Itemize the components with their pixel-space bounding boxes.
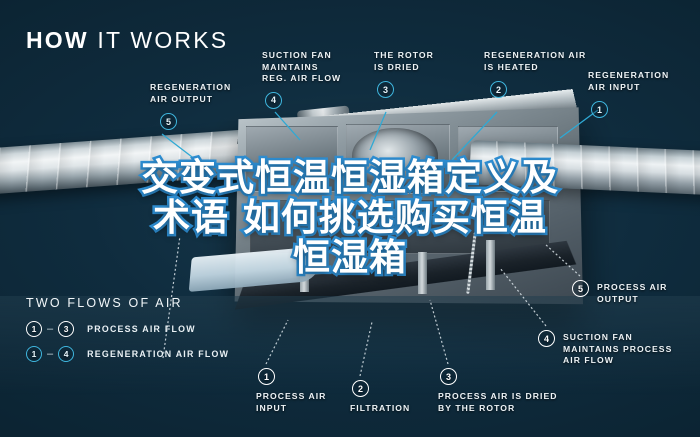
callout-regeneration-air-output: REGENERATION AIR OUTPUT 5 <box>150 82 231 130</box>
callout-label: PROCESS AIR IS DRIED BY THE ROTOR <box>438 391 558 413</box>
callout-label: FILTRATION <box>350 403 411 413</box>
unit-panel-lower <box>250 200 550 254</box>
callout-label: THE ROTOR IS DRIED <box>374 50 434 72</box>
callout-label: PROCESS AIR OUTPUT <box>597 282 668 304</box>
floor-gradient <box>0 296 700 437</box>
callout-filtration: 2 FILTRATION <box>350 380 410 415</box>
marker-bubble-4-process[interactable]: 4 <box>538 330 555 347</box>
callout-process-air-is-dried: 3 PROCESS AIR IS DRIED BY THE ROTOR <box>438 368 558 414</box>
callout-suction-fan-process: 4 SUCTION FAN MAINTAINS PROCESS AIR FLOW <box>538 330 672 367</box>
legend-row-process-air: 1 – 3 PROCESS AIR FLOW <box>26 321 229 337</box>
legend-dash: – <box>47 348 54 360</box>
marker-bubble-4-regen[interactable]: 4 <box>265 91 282 109</box>
callout-regeneration-air-input: REGENERATION AIR INPUT 1 <box>588 70 669 118</box>
callout-label: REGENERATION AIR IS HEATED <box>484 50 587 72</box>
unit-panel-left <box>246 126 338 192</box>
callout-regeneration-air-is-heated: REGENERATION AIR IS HEATED 2 <box>484 50 586 98</box>
marker-bubble-5-regen[interactable]: 5 <box>160 113 177 130</box>
marker-bubble-2-process[interactable]: 2 <box>352 380 369 397</box>
legend-row-regeneration-air: 1 – 4 REGENERATION AIR FLOW <box>26 346 229 362</box>
legend-dash: – <box>47 323 54 335</box>
callout-label: SUCTION FAN MAINTAINS PROCESS AIR FLOW <box>563 332 673 365</box>
page-title: HOW IT WORKS <box>26 27 228 54</box>
callout-rotor-is-dried: THE ROTOR IS DRIED 3 <box>374 50 434 98</box>
callout-label: REGENERATION AIR OUTPUT <box>150 82 232 104</box>
legend-title: TWO FLOWS OF AIR <box>26 296 183 310</box>
marker-bubble-3-process[interactable]: 3 <box>440 368 457 385</box>
title-bold-word: HOW <box>26 27 89 53</box>
legend: TWO FLOWS OF AIR 1 – 3 PROCESS AIR FLOW … <box>26 296 229 371</box>
callout-process-air-input: 1 PROCESS AIR INPUT <box>256 368 326 414</box>
marker-bubble-5-process[interactable]: 5 <box>572 280 589 297</box>
legend-bubble-to: 3 <box>58 321 75 337</box>
marker-bubble-2-regen[interactable]: 2 <box>490 81 507 98</box>
legend-bubble-from: 1 <box>26 346 42 362</box>
marker-bubble-1-process[interactable]: 1 <box>258 368 275 385</box>
legend-label: REGENERATION AIR FLOW <box>87 349 230 359</box>
title-light-word: IT WORKS <box>97 27 229 53</box>
callout-label: REGENERATION AIR INPUT <box>588 70 670 92</box>
callout-process-air-output: 5 PROCESS AIR OUTPUT <box>572 280 667 305</box>
callout-suction-fan-regeneration: SUCTION FAN MAINTAINS REG. AIR FLOW 4 <box>262 50 341 109</box>
callout-label: SUCTION FAN MAINTAINS REG. AIR FLOW <box>262 50 342 83</box>
support-leg <box>486 240 495 290</box>
callout-label: PROCESS AIR INPUT <box>256 391 327 413</box>
desiccant-rotor-icon <box>352 128 438 188</box>
marker-bubble-1-regen[interactable]: 1 <box>591 101 608 118</box>
legend-bubble-to: 4 <box>58 346 75 362</box>
legend-label: PROCESS AIR FLOW <box>87 324 196 334</box>
marker-bubble-3-regen[interactable]: 3 <box>377 81 394 98</box>
legend-bubble-from: 1 <box>26 321 42 337</box>
support-leg <box>418 252 427 294</box>
